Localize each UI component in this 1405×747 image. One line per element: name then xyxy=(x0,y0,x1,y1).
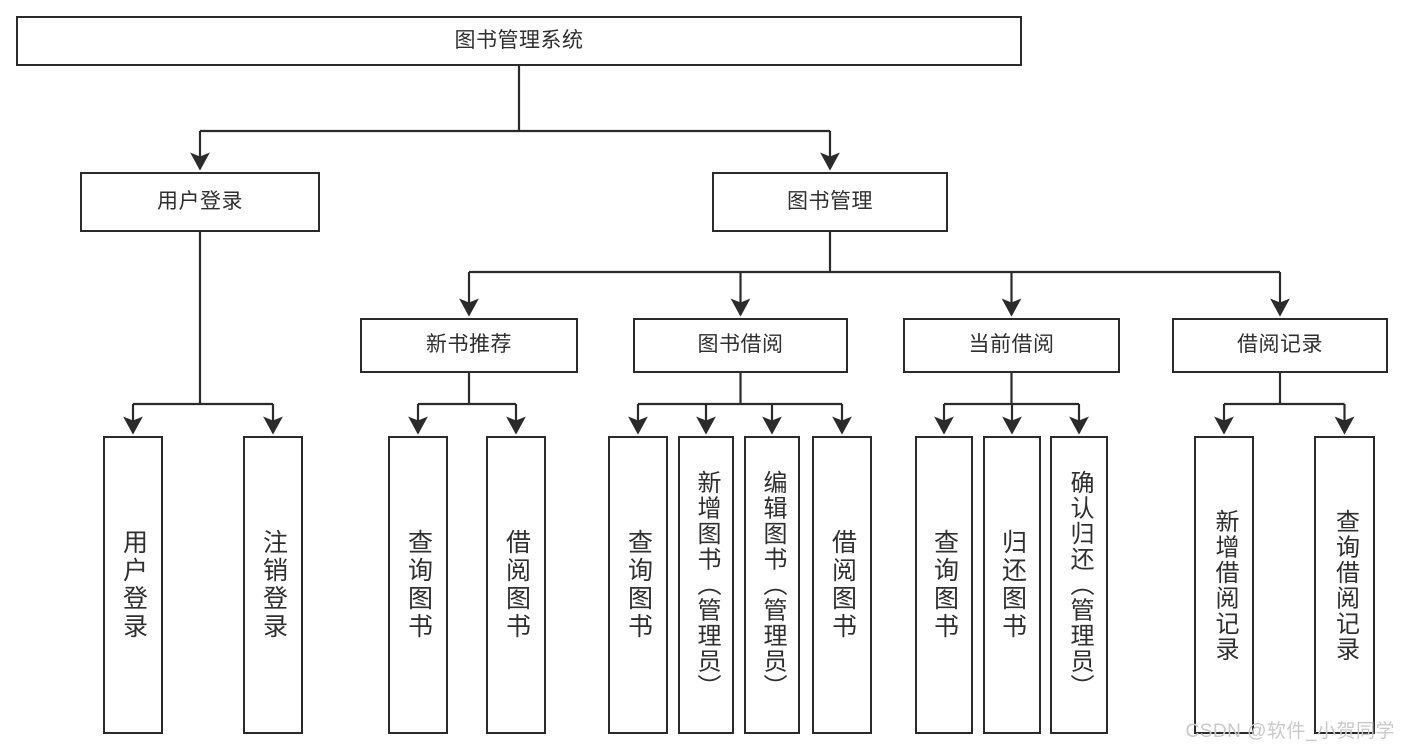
node-label-borrow-book-do: 借阅图书 xyxy=(828,529,857,641)
node-new-book-rec[interactable]: 新书推荐 xyxy=(360,318,578,373)
node-book-manage[interactable]: 图书管理 xyxy=(712,172,948,232)
node-label-add-borrow-record: 新增借阅记录 xyxy=(1211,508,1238,662)
node-label-query-book-rec: 查询图书 xyxy=(404,529,433,641)
node-label-book-borrow: 图书借阅 xyxy=(697,333,784,357)
node-label-book-manage: 图书管理 xyxy=(787,189,873,213)
node-borrow-book-rec[interactable]: 借阅图书 xyxy=(486,436,546,734)
node-add-borrow-record[interactable]: 新增借阅记录 xyxy=(1194,436,1254,734)
node-label-user-login-do: 用户登录 xyxy=(119,529,148,641)
node-user-logout[interactable]: 注销登录 xyxy=(243,436,303,734)
node-confirm-return-admin[interactable]: 确认归还（管理员） xyxy=(1050,436,1108,734)
node-label-query-book-current: 查询图书 xyxy=(930,529,959,641)
node-user-login[interactable]: 用户登录 xyxy=(80,172,320,232)
node-label-borrow-book-rec: 借阅图书 xyxy=(502,529,531,641)
node-label-query-borrow-record: 查询借阅记录 xyxy=(1331,508,1359,662)
node-root[interactable]: 图书管理系统 xyxy=(16,16,1022,66)
node-label-root: 图书管理系统 xyxy=(454,28,584,52)
node-query-book-current[interactable]: 查询图书 xyxy=(915,436,973,734)
node-label-edit-book-admin: 编辑图书（管理员） xyxy=(759,470,786,700)
node-query-borrow-record[interactable]: 查询借阅记录 xyxy=(1314,436,1375,734)
node-current-borrow[interactable]: 当前借阅 xyxy=(903,318,1120,373)
node-book-borrow[interactable]: 图书借阅 xyxy=(633,318,848,373)
node-label-user-logout: 注销登录 xyxy=(259,529,288,641)
node-query-book-rec[interactable]: 查询图书 xyxy=(388,436,448,734)
node-edit-book-admin[interactable]: 编辑图书（管理员） xyxy=(744,436,800,734)
node-label-borrow-record: 借阅记录 xyxy=(1237,333,1323,357)
node-label-return-book: 归还图书 xyxy=(998,529,1027,641)
node-borrow-book-do[interactable]: 借阅图书 xyxy=(812,436,872,734)
node-label-query-book-borrow: 查询图书 xyxy=(624,529,653,641)
node-add-book-admin[interactable]: 新增图书（管理员） xyxy=(678,436,734,734)
node-label-add-book-admin: 新增图书（管理员） xyxy=(693,470,720,700)
node-borrow-record[interactable]: 借阅记录 xyxy=(1172,318,1388,373)
node-query-book-borrow[interactable]: 查询图书 xyxy=(608,436,668,734)
node-label-current-borrow: 当前借阅 xyxy=(968,333,1055,357)
node-label-new-book-rec: 新书推荐 xyxy=(426,333,512,357)
node-return-book[interactable]: 归还图书 xyxy=(983,436,1041,734)
node-label-confirm-return-admin: 确认归还（管理员） xyxy=(1066,470,1093,700)
node-user-login-do[interactable]: 用户登录 xyxy=(103,436,163,734)
node-label-user-login: 用户登录 xyxy=(157,189,243,213)
